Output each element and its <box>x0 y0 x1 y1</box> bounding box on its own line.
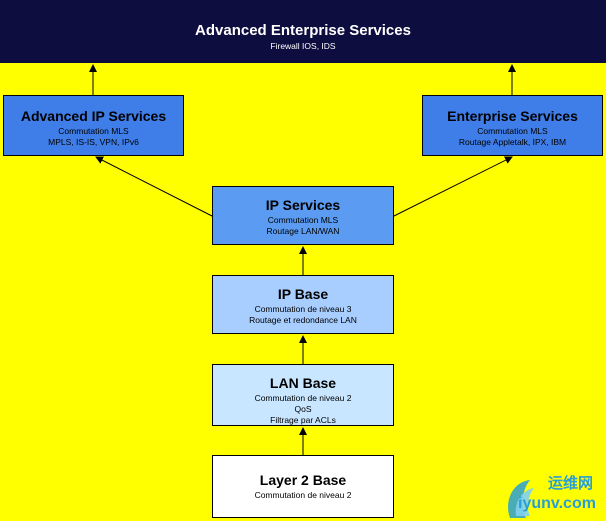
watermark-domain: iyunv.com <box>518 495 596 512</box>
box-title: LAN Base <box>269 375 337 391</box>
ip-services-box: IP Services Commutation MLS Routage LAN/… <box>212 186 394 245</box>
box-line: Commutation de niveau 2 <box>254 490 352 500</box>
box-title: IP Services <box>265 197 341 213</box>
box-line: Firewall IOS, IDS <box>270 41 336 51</box>
enterprise-services-box: Enterprise Services Commutation MLS Rout… <box>422 95 603 156</box>
box-line: Commutation MLS <box>477 126 548 136</box>
box-line: Routage et redondance LAN <box>249 315 357 325</box>
box-title: Layer 2 Base <box>259 472 347 488</box>
box-title: Advanced Enterprise Services <box>195 22 411 39</box>
box-line: Commutation MLS <box>58 126 129 136</box>
arrow-ipservices-to-enterprise <box>393 156 513 217</box>
watermark-logo <box>508 480 534 518</box>
arrow-ipservices-to-advancedip <box>95 156 213 217</box>
box-line: MPLS, IS-IS, VPN, IPv6 <box>48 137 139 147</box>
ip-base-box: IP Base Commutation de niveau 3 Routage … <box>212 275 394 334</box>
box-line: QoS <box>294 404 312 414</box>
box-title: IP Base <box>277 286 329 302</box>
box-line: Filtrage par ACLs <box>270 415 336 425</box>
box-title: Enterprise Services <box>447 108 578 124</box>
watermark-text: 运维网 <box>548 475 594 492</box>
layer2-base-box: Layer 2 Base Commutation de niveau 2 <box>212 455 394 518</box>
box-line: Commutation MLS <box>267 215 339 225</box>
box-line: Commutation de niveau 2 <box>254 393 352 403</box>
box-line: Routage LAN/WAN <box>266 226 340 236</box>
lan-base-box: LAN Base Commutation de niveau 2 QoS Fil… <box>212 364 394 426</box>
box-title: Advanced IP Services <box>20 108 167 124</box>
advanced-ip-services-box: Advanced IP Services Commutation MLS MPL… <box>3 95 184 156</box>
box-line: Commutation de niveau 3 <box>254 304 352 314</box>
box-line: Routage Appletalk, IPX, IBM <box>458 137 567 147</box>
advanced-enterprise-services-box: Advanced Enterprise Services Firewall IO… <box>0 0 606 63</box>
